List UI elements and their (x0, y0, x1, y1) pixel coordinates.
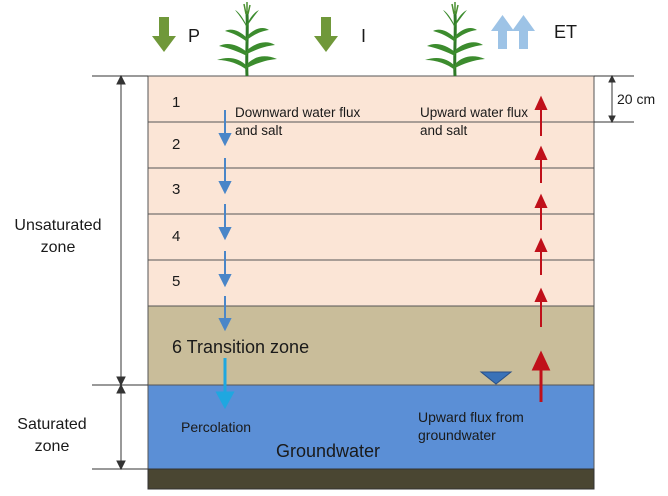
downward-flux-arrows (218, 110, 232, 332)
transition-zone-label: 6 Transition zone (172, 337, 310, 357)
precipitation-arrow-icon (152, 17, 176, 52)
corn-plant-icon (215, 0, 279, 78)
irrigation-label: I (361, 26, 367, 46)
layer-1-band (147, 75, 595, 123)
layer-number-3: 3 (172, 181, 181, 198)
precipitation-label: P (188, 26, 201, 46)
layer-number-5: 5 (172, 273, 181, 290)
saturated-zone-bracket (92, 383, 148, 471)
layer-thickness-bracket (594, 74, 634, 124)
upward-groundwater-arrow-icon (531, 350, 551, 402)
et-label: ET (554, 22, 578, 42)
percolation-arrow-icon (215, 358, 235, 410)
layer-number-2: 2 (172, 136, 181, 153)
layer-5-band (147, 259, 595, 307)
layer-number-4: 4 (172, 228, 181, 245)
upward-flux-label: Upward water flux and salt (420, 105, 529, 138)
layer-thickness-label: 20 cm (617, 91, 656, 107)
layer-4-band (147, 213, 595, 261)
saturated-zone-label: Saturated zone (17, 416, 87, 455)
unsaturated-zone-bracket (92, 74, 148, 387)
bedrock-band (147, 468, 595, 490)
et-arrows-icon (491, 15, 535, 49)
unsaturated-zone-label: Unsaturated zone (14, 217, 102, 256)
corn-plant-icon (423, 0, 487, 78)
percolation-label: Percolation (181, 419, 252, 435)
layer-2-band (147, 121, 595, 169)
irrigation-arrow-icon (314, 17, 338, 52)
upward-flux-arrows (534, 95, 548, 327)
layer-number-1: 1 (172, 94, 181, 111)
layer-3-band (147, 167, 595, 215)
water-table-triangle-icon (479, 371, 513, 385)
upward-groundwater-flux-label: Upward flux from groundwater (418, 409, 524, 443)
downward-flux-label: Downward water flux and salt (235, 105, 361, 138)
groundwater-label: Groundwater (276, 441, 381, 461)
